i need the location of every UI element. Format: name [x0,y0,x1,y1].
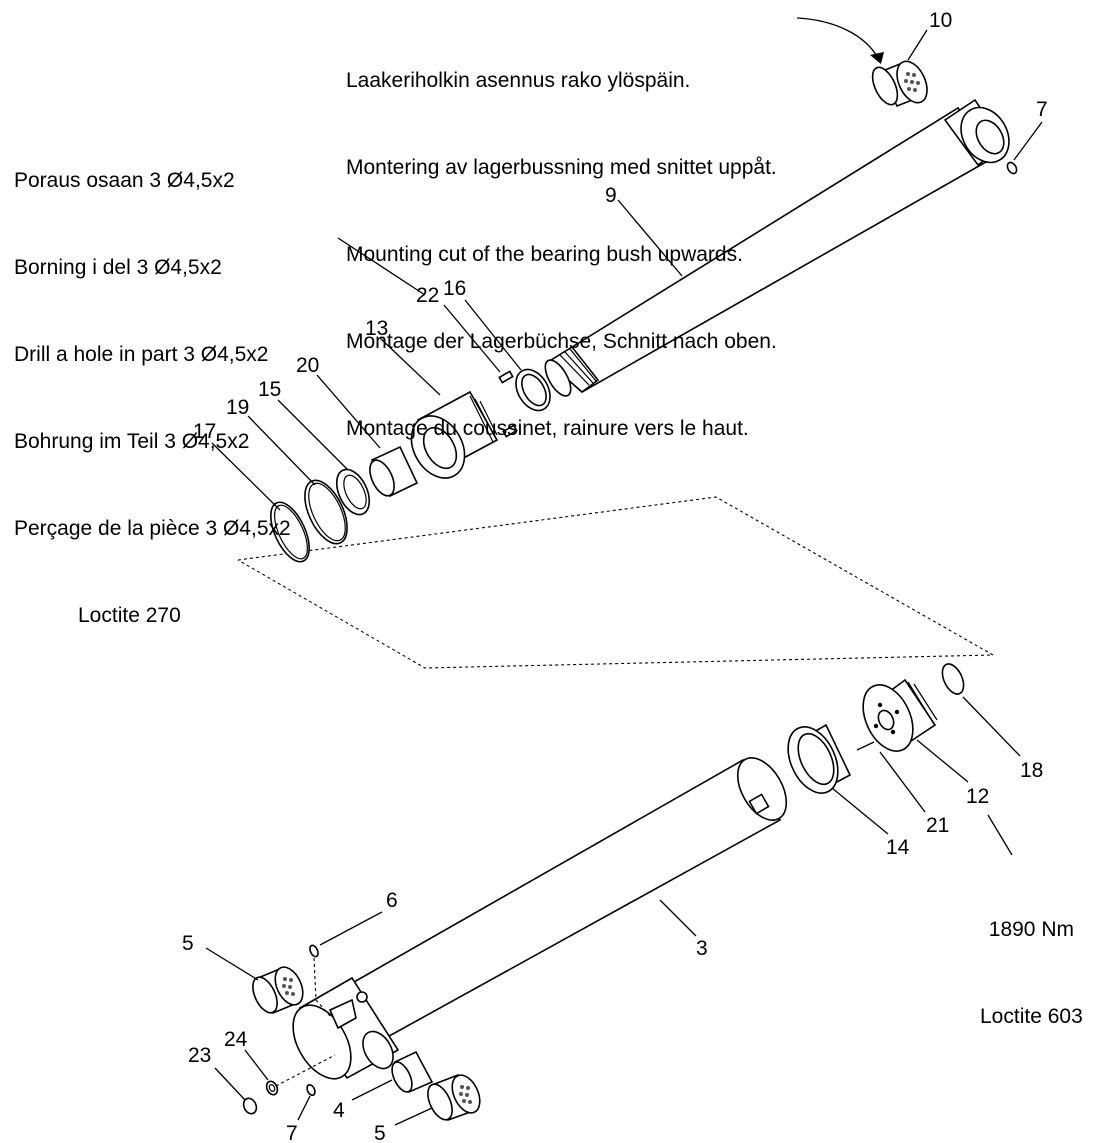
ring-part-16 [515,368,551,412]
bearing-bush-note: Laakeriholkin asennus rako ylöspäin. Mon… [346,8,777,472]
callout-14: 14 [886,836,910,859]
callout-7-bottom: 7 [286,1122,298,1143]
callout-13: 13 [365,317,388,340]
callout-21: 21 [926,814,949,837]
note-line: Poraus osaan 3 Ø4,5x2 [14,169,235,192]
piston-part-12 [862,678,938,752]
callout-9: 9 [605,184,617,207]
leader-lines [205,17,1043,1126]
grease-nipple-part-7-bottom [306,1084,316,1096]
o-ring-part-17 [270,501,310,563]
callout-18: 18 [1020,759,1043,782]
callout-3: 3 [696,937,708,960]
callout-22: 22 [416,284,439,307]
note-line: Montage du coussinet, rainure vers le ha… [346,417,749,440]
note-line: Perçage de la pièce 3 Ø4,5x2 [14,517,291,540]
grease-nipple-part-7-top [1006,161,1018,175]
note-line: 1890 Nm [988,918,1074,941]
callout-20: 20 [296,354,319,377]
arrowhead-icon [870,52,884,64]
note-line: Laakeriholkin asennus rako ylöspäin. [346,69,691,92]
torque-note: 1890 Nm Loctite 603 [980,857,1083,1060]
note-line: Loctite 603 [980,1005,1083,1028]
grease-nipple-part-6 [309,944,319,958]
plug-part-23 [242,1097,258,1115]
callout-10: 10 [929,9,952,32]
pin-part-22 [498,370,518,438]
callout-15: 15 [258,378,281,401]
callout-5-lower: 5 [374,1122,386,1143]
note-line: Montage der Lagerbüchse, Schnitt nach ob… [346,330,777,353]
drill-hole-note: Poraus osaan 3 Ø4,5x2 Borning i del 3 Ø4… [14,108,291,659]
callout-23: 23 [188,1044,211,1067]
callout-19: 19 [226,396,249,419]
assembly-path-dashed [237,496,995,669]
note-line: Mounting cut of the bearing bush upwards… [346,243,743,266]
washer-part-24 [265,1080,279,1096]
note-line: Montering av lagerbussning med snittet u… [346,156,777,179]
note-line: Borning i del 3 Ø4,5x2 [14,256,222,279]
piston-seal-part-14 [787,723,852,794]
callout-numbers: 10 7 9 22 16 13 20 15 19 17 18 12 21 14 … [182,9,1048,1143]
bearing-bush-part-4 [391,1050,434,1094]
cylinder-tube-part-3 [292,757,788,1080]
note-line: Drill a hole in part 3 Ø4,5x2 [14,343,269,366]
callout-4: 4 [333,1099,345,1122]
hidden-path-dashed-2 [313,957,331,1017]
note-line: Loctite 270 [78,604,181,627]
set-screw-part-21 [856,741,875,751]
callout-17: 17 [193,420,216,443]
bearing-bush-part-10 [871,60,928,108]
callout-24: 24 [224,1028,248,1051]
bushing-part-5-upper [252,966,304,1015]
callout-16: 16 [443,277,466,300]
seal-part-15 [335,468,371,516]
callout-7-top: 7 [1036,98,1048,121]
guide-bushing-part-20 [369,445,419,498]
hidden-path-dashed [275,1054,336,1087]
callout-12: 12 [966,785,989,808]
bushing-part-5-lower [427,1073,481,1122]
o-ring-part-18 [941,663,965,695]
callout-5-upper: 5 [182,932,194,955]
callout-6: 6 [386,889,398,912]
note-line: Bohrung im Teil 3 Ø4,5x2 [14,430,250,453]
piston-rod-part-9 [544,98,1010,397]
cylinder-head-part-13 [410,390,499,479]
